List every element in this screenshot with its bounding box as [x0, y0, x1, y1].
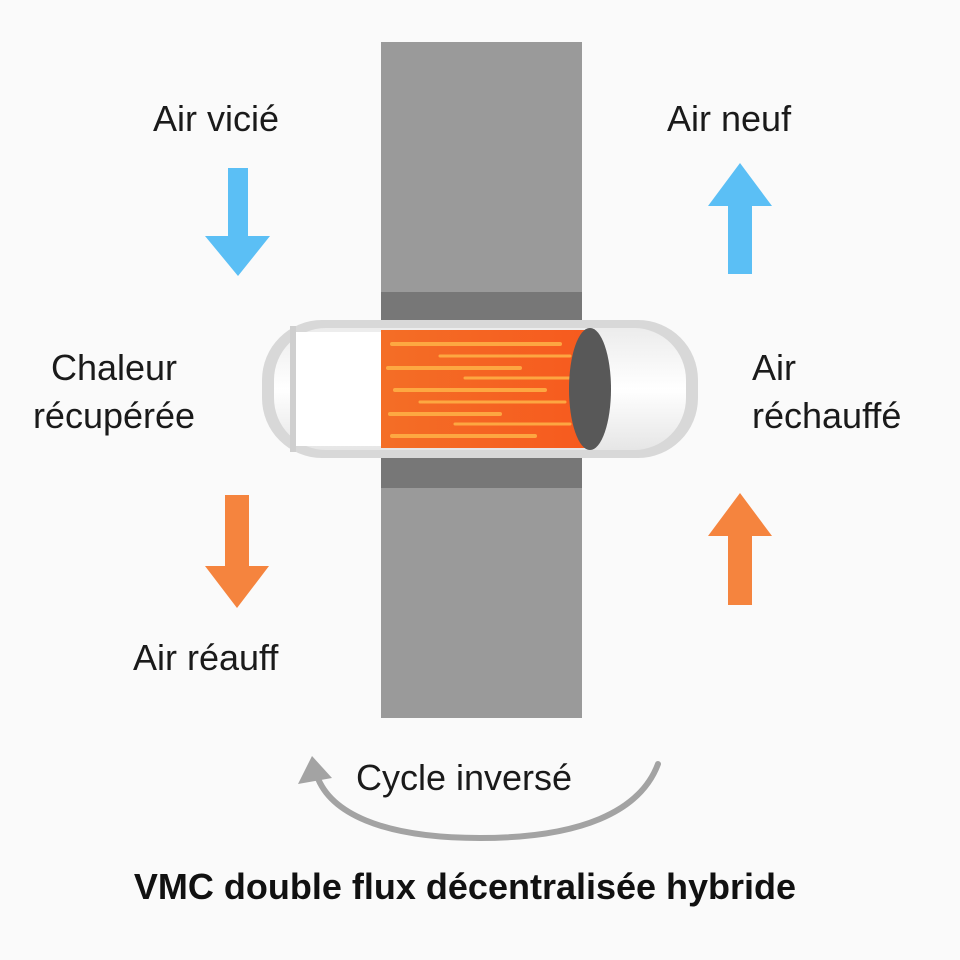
- label-air-vicie: Air vicié: [153, 98, 280, 139]
- label-chaleur-line2: récupérée: [32, 395, 196, 436]
- label-air-reauff: Air réauff: [133, 637, 279, 678]
- label-air-neuf: Air neuf: [667, 98, 792, 139]
- label-chaleur-line1: Chaleur: [50, 347, 178, 388]
- label-chaleur-recuperee: Chaleur récupérée: [16, 344, 212, 440]
- arrow-down-blue-icon: [205, 168, 270, 276]
- arrow-down-orange-icon: [205, 495, 269, 608]
- label-air-rechauffe-line2: réchauffé: [752, 395, 902, 436]
- label-air-rechauffe-line1: Air: [752, 347, 796, 388]
- label-air-rechauffe: Air réchauffé: [752, 344, 901, 440]
- arrow-up-blue-icon: [708, 163, 772, 274]
- curved-arrow-icon: [314, 761, 661, 842]
- curved-arrow-head: [298, 756, 332, 784]
- diagram-title: VMC double flux décentralisée hybride: [133, 866, 797, 907]
- arrow-up-orange-icon: [708, 493, 772, 605]
- heat-recovery-core: [381, 328, 611, 450]
- fan-disc: [569, 328, 611, 450]
- label-cycle-inverse: Cycle inversé: [356, 757, 573, 798]
